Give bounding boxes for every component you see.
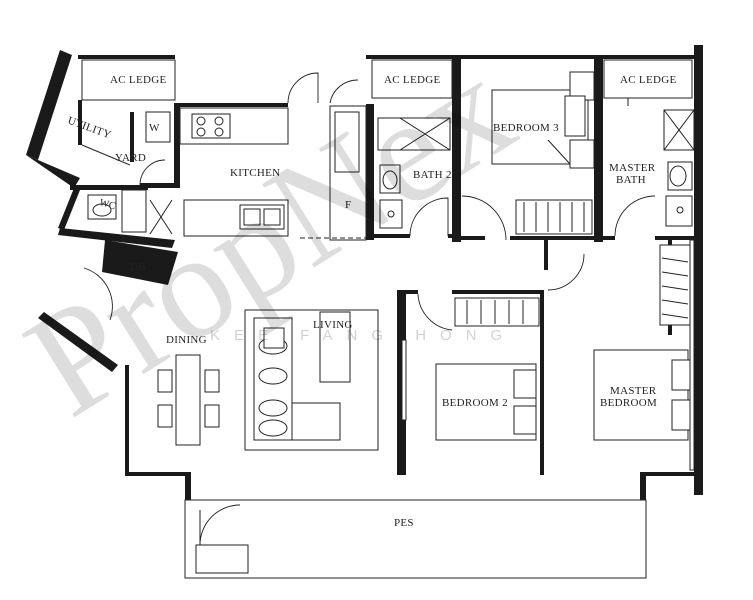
- utility-label: UTILITY: [66, 115, 113, 142]
- kitchen-label: KITCHEN: [230, 167, 280, 179]
- master-bath-label-1: MASTER: [609, 162, 656, 174]
- master-bedroom-label-1: MASTER: [610, 385, 657, 397]
- kitchen-fixtures: [145, 72, 367, 241]
- bedroom2-furniture: [417, 293, 540, 441]
- utility-fixtures: [81, 144, 173, 235]
- master-bedroom-furniture: [547, 244, 691, 441]
- bath2-label: BATH 2: [413, 169, 452, 181]
- db-label: DB: [130, 261, 146, 273]
- ac-ledge-boxes: [81, 59, 693, 101]
- dining-label: DINING: [166, 334, 207, 346]
- master-bath-fixtures: [614, 98, 695, 237]
- bedroom3-label: BEDROOM 3: [493, 122, 559, 134]
- outer-walls: [26, 45, 703, 579]
- ac-ledge-right-label: AC LEDGE: [620, 74, 676, 86]
- room-labels: AC LEDGE AC LEDGE AC LEDGE UTILITY W YAR…: [66, 74, 676, 529]
- living-furniture: [244, 309, 379, 451]
- wc-label: WC: [98, 197, 117, 212]
- bath2-fixtures: [377, 117, 451, 237]
- master-bedroom-label-2: BEDROOM: [600, 397, 657, 409]
- living-label: LIVING: [313, 319, 353, 331]
- pes-gate: [195, 504, 249, 574]
- windows: [401, 239, 695, 471]
- master-bath-label-2: BATH: [616, 174, 646, 186]
- bedroom3-furniture: [461, 71, 595, 241]
- washer-label: W: [149, 122, 160, 134]
- ac-ledge-mid-label: AC LEDGE: [384, 74, 440, 86]
- yard-label: YARD: [115, 152, 146, 164]
- fridge-label: F: [345, 199, 351, 211]
- pes-label: PES: [394, 517, 414, 529]
- bedroom2-label: BEDROOM 2: [442, 397, 508, 409]
- dining-furniture: [83, 267, 220, 446]
- ac-ledge-left-label: AC LEDGE: [110, 74, 166, 86]
- agent-watermark: KEE FANG HONG: [210, 327, 516, 344]
